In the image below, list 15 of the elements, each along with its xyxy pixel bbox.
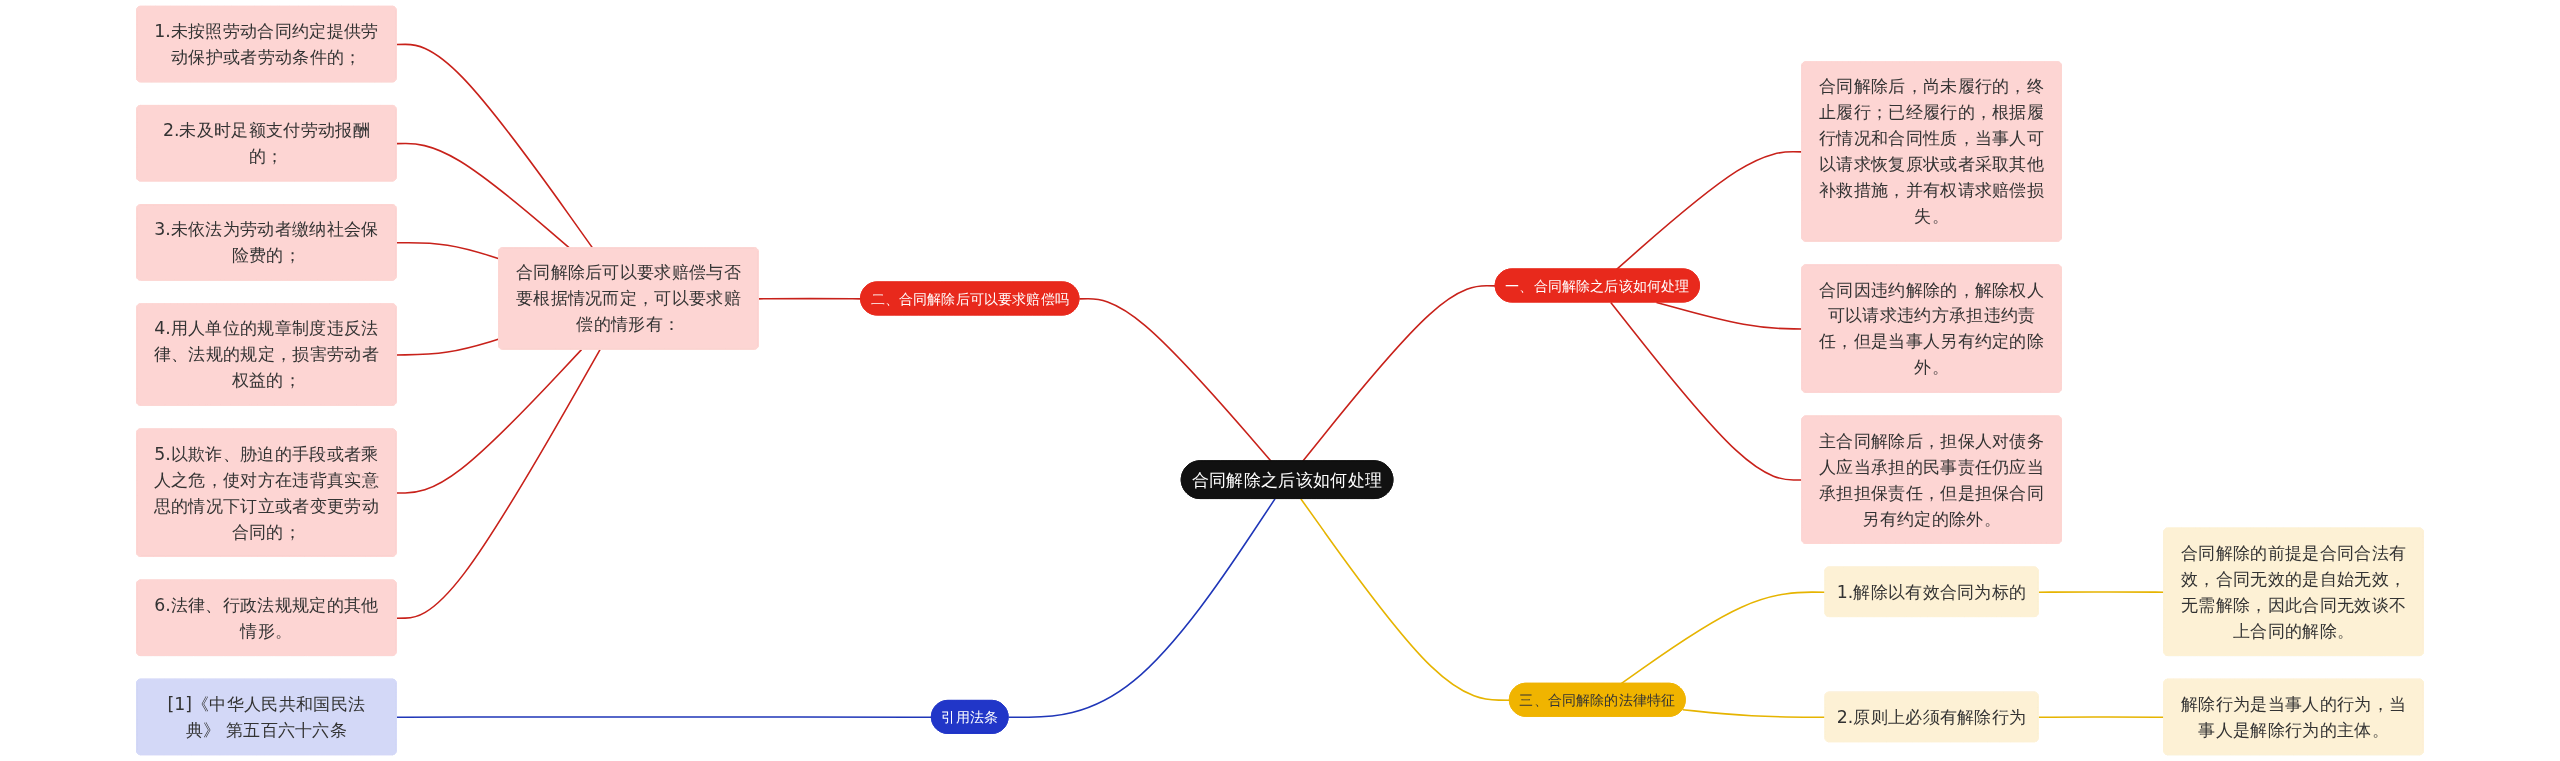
connector [395,142,571,249]
connector [395,338,500,356]
connector [395,348,601,619]
connector [1609,301,1803,481]
connector [1301,285,1497,462]
connector [395,348,583,494]
connector [395,716,933,719]
connector [1007,498,1276,719]
connector [1078,298,1272,462]
connector [1300,498,1511,701]
connector [757,297,862,300]
connector [395,241,500,260]
connector [395,43,594,249]
connector [2037,716,2165,719]
connector [2037,591,2165,593]
